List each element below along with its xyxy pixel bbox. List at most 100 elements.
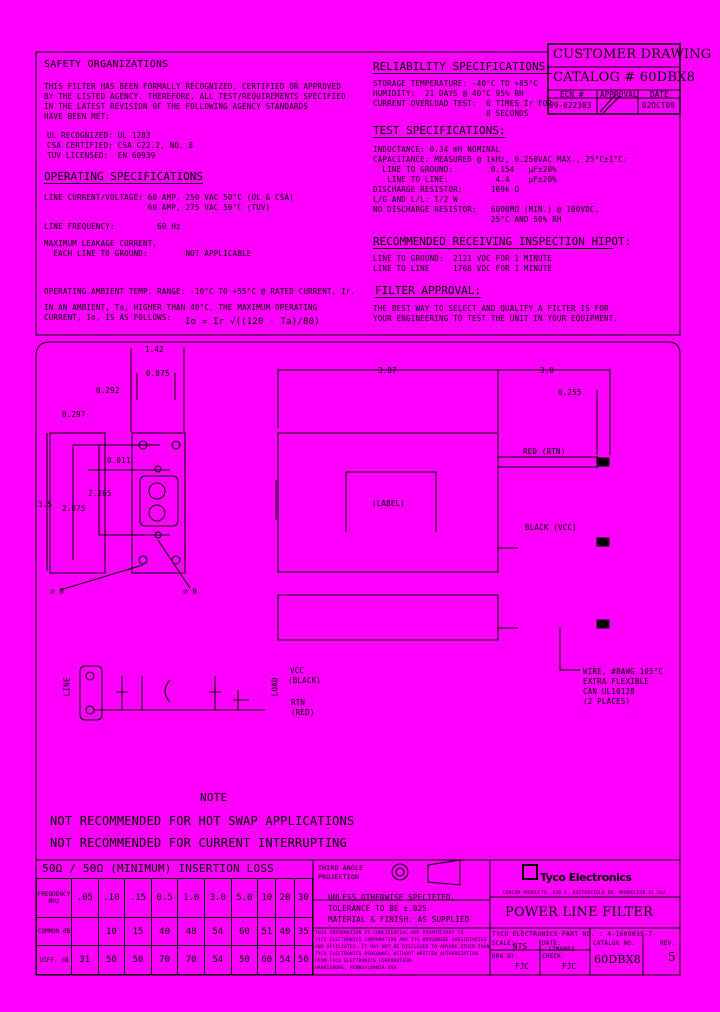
test-line: DISCHARGE RESISTOR: 169k Ω [373, 185, 520, 194]
cell: 3.0 [203, 878, 232, 918]
dim-hole-diameter: ∅ 0 [183, 587, 198, 596]
confidential-line: FROM TYCO ELECTRONICS CORPORATION. [315, 959, 414, 964]
rev-label: REV. [660, 940, 676, 947]
confidential-line: TYCO ELECTRONICS CORPORATION AND ITS WOR… [315, 938, 487, 943]
confidential-line: HARRISBURG, PENNSYLVANIA USA [315, 966, 397, 971]
cell: 50 [124, 945, 152, 975]
rtn-label: RTN [291, 698, 306, 707]
reliability-line: 8 SECONDS [373, 109, 529, 118]
confidential-line: AND AFFILIATES. IT MAY NOT BE DISCLOSED … [315, 945, 490, 950]
catalog-value: 60DBX8 [594, 953, 641, 966]
check-value: FJC [562, 962, 577, 971]
dim-height: 3.5 [38, 500, 53, 509]
tyco-logo-icon [522, 864, 538, 880]
operating-line: LINE FREQUENCY: 60 Hz [44, 222, 181, 231]
approval-line: THE BEST WAY TO SELECT AND QUALIFY A FIL… [373, 304, 609, 313]
cell: 0.5 [150, 878, 179, 918]
approval-title: FILTER APPROVAL: [375, 284, 481, 298]
customer-drawing-heading: CUSTOMER DRAWING [553, 47, 712, 62]
check-label: CHECK: [542, 953, 565, 960]
scale-label: SCALE: [492, 940, 515, 947]
row-label: FREQUENCY MHz [36, 878, 72, 918]
dim-edge: 0.297 [62, 410, 86, 419]
cell: 40 [150, 916, 179, 947]
cell: 31 [71, 945, 99, 975]
wire-spec: WIRE, #8AWG 105°C [583, 667, 664, 676]
row-label: COMMON dB [36, 916, 72, 947]
cell: .10 [97, 878, 126, 918]
test-line: LINE TO LINE: 4.4 µF±20% [373, 175, 557, 184]
operating-line: MAXIMUM LEAKAGE CURRENT, [44, 239, 158, 248]
cell: 35 [293, 916, 314, 947]
dim-body-length: 3.87 [378, 366, 397, 375]
confidential-line: TYCO ELECTRONICS PERSONNEL WITHOUT WRITT… [315, 952, 478, 957]
reliability-line: HUMIDITY: 21 DAYS @ 40°C 95% RH [373, 89, 524, 98]
cell: 40 [275, 916, 295, 947]
schematic-line: LINE [62, 677, 72, 697]
cell: 20 [275, 878, 295, 918]
operating-line: OPERATING AMBIENT TEMP. RANGE: -10°C TO … [44, 287, 356, 296]
safety-body-1: THIS FILTER HAS BEEN FORMALLY RECOGNIZED… [44, 82, 342, 91]
wire-spec: CAN UL10128 [583, 687, 635, 696]
hipot-title: RECOMMENDED RECEIVING INSPECTION HIPOT: [373, 235, 632, 249]
ecn-value: 09-022303 [549, 101, 592, 110]
dim-lead-length: 3.0 [540, 366, 555, 375]
cell: 54 [275, 945, 295, 975]
date-label: DATE [650, 90, 669, 99]
red-wire-label: RED (RTN) [523, 447, 566, 456]
label-area: (LABEL) [372, 499, 406, 508]
wire-spec: EXTRA FLEXIBLE [583, 677, 650, 686]
note-title: NOTE [200, 791, 228, 804]
scale-value: NTS [513, 942, 528, 951]
cell: 54 [203, 945, 232, 975]
drawn-by-label: DRW BY: [492, 953, 519, 960]
date-label: DATE: [542, 940, 562, 947]
safety-body-4: HAVE BEEN MET: [44, 112, 111, 121]
tolerance-line: MATERIAL & FINISH: AS SUPPLIED [328, 915, 470, 924]
operating-title: OPERATING SPECIFICATIONS [44, 170, 203, 184]
confidential-line: THIS INFORMATION IS CONFIDENTIAL AND PRO… [315, 931, 464, 936]
operating-line: CURRENT, Io, IS AS FOLLOWS: [44, 313, 172, 322]
hipot-line: LINE TO GROUND: 2121 VDC FOR 1 MINUTE [373, 254, 553, 263]
cell: 10 [257, 878, 277, 918]
safety-title: SAFETY ORGANIZATIONS [44, 59, 169, 70]
dim-hole-diameter: ∅ 0 [50, 587, 65, 596]
test-title: TEST SPECIFICATIONS: [373, 124, 506, 138]
catalog-label: CATALOG NO. [593, 940, 635, 947]
cell: 50 [293, 945, 314, 975]
company-name: Tyco Electronics [540, 871, 632, 884]
operating-line: IN AN AMBIENT, Ta, HIGHER THAN 40°C, THE… [44, 303, 318, 312]
operating-line: EACH LINE TO GROUND: NOT APPLICABLE [44, 249, 252, 258]
approval-label: APPROVAL [600, 90, 638, 99]
cell: .15 [124, 878, 152, 918]
vcc-color: (BLACK) [288, 676, 322, 685]
cell: 30 [293, 878, 314, 918]
test-line: INDUCTANCE: 0.34 mH NOMINAL [373, 145, 501, 154]
note-line: NOT RECOMMENDED FOR CURRENT INTERRUPTING [50, 836, 347, 850]
part-number: TYCO ELECTRONICS PART NO. : 4-1609035-7 [492, 930, 653, 938]
date-value: 17MAR03 [548, 946, 575, 953]
drawn-by-value: FJC [515, 962, 530, 971]
cell: 50 [97, 945, 126, 975]
tolerance-line: UNLESS OTHERWISE SPECIFIED, [328, 893, 456, 902]
test-line: L/G AND L/L: 1/2 W [373, 195, 458, 204]
black-wire-label: BLACK (VCC) [525, 523, 577, 532]
cell: 10 [97, 916, 126, 947]
cell: 70 [150, 945, 179, 975]
projection-label: THIRD ANGLE PROJECTION [318, 864, 364, 881]
cell: 15 [124, 916, 152, 947]
product-title: POWER LINE FILTER [505, 905, 654, 920]
safety-body-3: IN THE LATEST REVISION OF THE FOLLOWING … [44, 102, 309, 111]
insertion-loss-title: 50Ω / 50Ω (MINIMUM) INSERTION LOSS [42, 862, 274, 875]
vcc-label: VCC [290, 666, 305, 675]
cell: 5.0 [230, 878, 259, 918]
note-line: NOT RECOMMENDED FOR HOT SWAP APPLICATION… [50, 814, 355, 828]
test-line: LINE TO GROUND: 0.154 µF±20% [373, 165, 557, 174]
hipot-line: LINE TO LINE 1768 VDC FOR 1 MINUTE [373, 264, 553, 273]
agency-csa: CSA CERTIFIED: CSA C22.2, NO. 8 [47, 141, 194, 150]
